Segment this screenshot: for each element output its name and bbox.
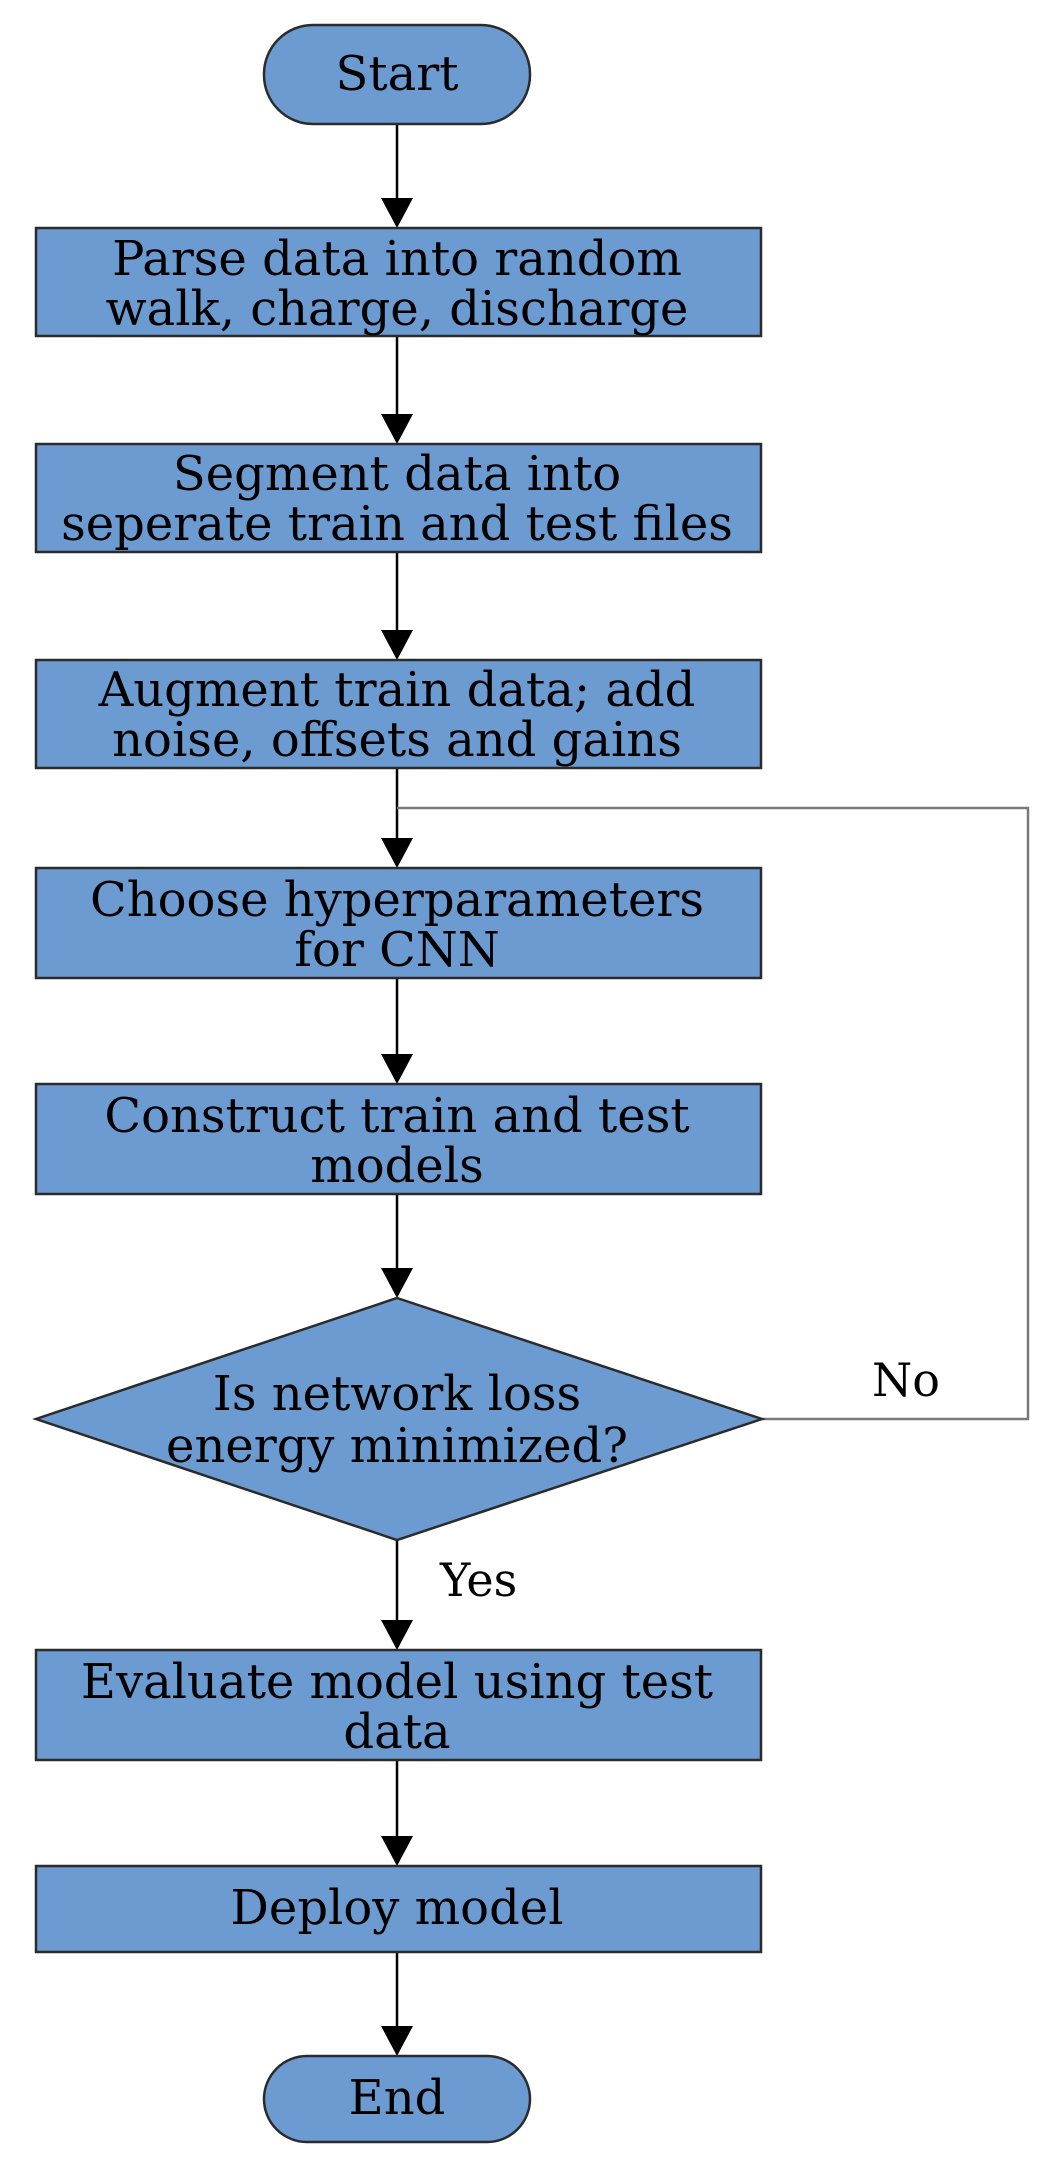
- segment-data-label-line-2: seperate train and test files: [61, 496, 733, 552]
- end-node: [262, 2054, 532, 2144]
- parse-data-label-line-1: Parse data into random: [112, 231, 682, 287]
- no-edge-label: No: [872, 1353, 940, 1407]
- arrowhead: [381, 630, 413, 660]
- arrowhead: [381, 2026, 413, 2056]
- loop-no-branch: [397, 806, 1030, 1421]
- decision-label-line-1: Is network loss: [213, 1366, 581, 1422]
- construct-models-node: [34, 1082, 763, 1196]
- deploy-model-node: [34, 1864, 763, 1954]
- choose-hyperparameters-label-line-2: for CNN: [294, 922, 500, 978]
- connectors: [381, 124, 1030, 2056]
- start-node: [262, 23, 532, 126]
- evaluate-model-label-line-2: data: [343, 1704, 450, 1760]
- arrowhead: [381, 838, 413, 868]
- choose-hyperparameters-node: [34, 866, 763, 980]
- augment-data-node: [34, 658, 763, 770]
- evaluate-model-label-line-1: Evaluate model using test: [81, 1654, 713, 1710]
- choose-hyperparameters-label-line-1: Choose hyperparameters: [90, 872, 704, 928]
- evaluate-model-node: [34, 1648, 763, 1762]
- decision-node: [32, 1296, 766, 1542]
- construct-models-label-line-1: Construct train and test: [104, 1088, 689, 1144]
- deploy-model-label: Deploy model: [230, 1880, 563, 1936]
- arrowhead: [381, 198, 413, 228]
- arrowhead: [381, 1620, 413, 1650]
- arrowhead: [381, 1268, 413, 1298]
- arrowhead: [381, 1836, 413, 1866]
- end-label: End: [349, 2070, 446, 2126]
- parse-data-node: [34, 226, 763, 338]
- arrowhead: [381, 414, 413, 444]
- decision-label-line-2: energy minimized?: [166, 1418, 628, 1474]
- parse-data-label-line-2: walk, charge, discharge: [106, 281, 689, 337]
- augment-data-label-line-2: noise, offsets and gains: [112, 712, 682, 768]
- augment-data-label-line-1: Augment train data; add: [98, 662, 696, 718]
- yes-edge-label: Yes: [439, 1553, 517, 1607]
- construct-models-label-line-2: models: [310, 1138, 484, 1194]
- segment-data-label-line-1: Segment data into: [173, 446, 621, 502]
- nodes: [32, 23, 766, 2144]
- arrowhead: [381, 1054, 413, 1084]
- edge-labels: No Yes: [439, 1353, 940, 1607]
- segment-data-node: [34, 442, 763, 554]
- node-labels: Start Parse data into random walk, charg…: [61, 46, 733, 2126]
- start-label: Start: [335, 46, 458, 102]
